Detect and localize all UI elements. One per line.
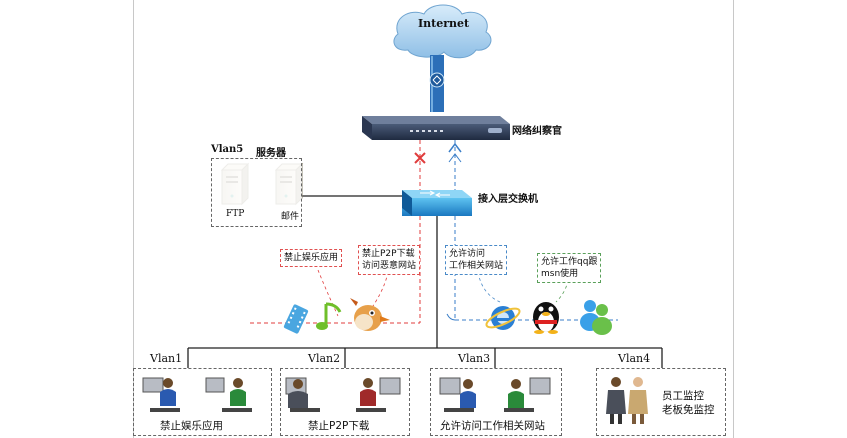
vlan3-group-box: [430, 368, 562, 436]
internet-cloud: [393, 4, 492, 59]
vlan1-label: Vlan1: [150, 352, 183, 365]
firewall-label: 网络纠察官: [512, 126, 562, 137]
music-note-icon: [316, 302, 342, 330]
vlan2-user-1: [285, 377, 320, 412]
server-vlan-label: Vlan5: [211, 144, 244, 155]
server-title: 服务器: [256, 148, 286, 159]
p2p-bird-icon: [350, 298, 390, 331]
vlan2-label: Vlan2: [308, 352, 341, 365]
vlan4-boss: [628, 377, 648, 424]
vlan2-user-2: [356, 377, 401, 412]
blocked-uplink: [414, 140, 426, 190]
note-allow-qq: 允许工作qq跟 msn使用: [537, 253, 602, 283]
server-group-box: [211, 158, 302, 227]
vlan4-group-box: [596, 368, 726, 436]
vlan1-caption: 禁止娱乐应用: [160, 420, 223, 432]
vlan3-label: Vlan3: [458, 352, 491, 365]
mail-label: 邮件: [281, 212, 300, 222]
vlan4-employee: [606, 377, 626, 424]
vlan4-caption-line2: 老板免监控: [662, 404, 715, 416]
vlan1-user-1: [142, 377, 180, 412]
vlan3-user-2: [504, 377, 551, 412]
qq-penguin-icon: [533, 302, 559, 334]
internet-label: Internet: [418, 17, 470, 30]
msn-icon: [580, 300, 612, 335]
note-allow-work: 允许访问 工作相关网站: [445, 245, 508, 275]
firewall-device: [362, 116, 510, 140]
switch-label: 接入层交换机: [478, 194, 538, 205]
note-ban-p2p: 禁止P2P下载 访问恶意网站: [358, 245, 421, 275]
vlan4-label: Vlan4: [618, 352, 651, 365]
internet-uplink: [429, 55, 445, 112]
vlan2-group-box: [280, 368, 410, 436]
note-ban-entertainment: 禁止娱乐应用: [280, 249, 343, 267]
vlan1-group-box: [133, 368, 272, 436]
ftp-label: FTP: [226, 209, 245, 219]
allowed-uplink: [448, 140, 462, 190]
vlan3-caption: 允许访问工作相关网站: [440, 420, 545, 432]
internet-explorer-icon: [485, 306, 521, 330]
film-icon: [283, 304, 309, 334]
vlan1-user-2: [205, 377, 252, 412]
diagram-frame: [133, 0, 734, 438]
vlan2-caption: 禁止P2P下载: [308, 420, 370, 432]
access-switch: [402, 190, 472, 216]
vlan3-user-1: [439, 377, 476, 412]
vlan4-caption-line1: 员工监控: [662, 390, 704, 402]
